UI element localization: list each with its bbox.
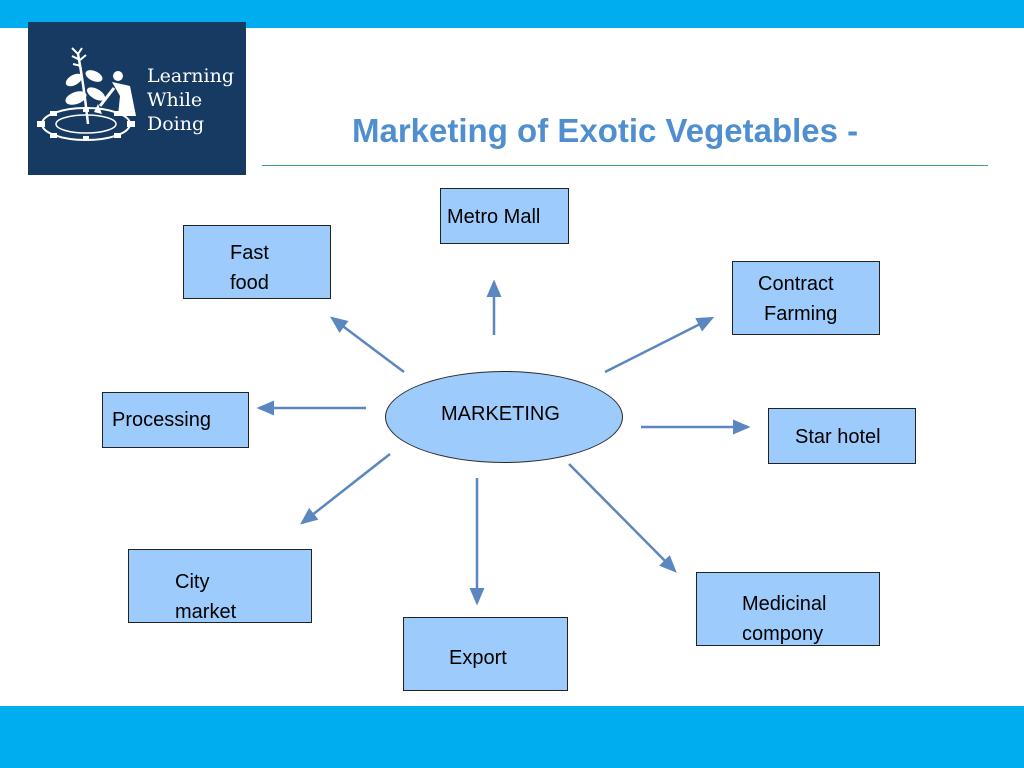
marketing-node: MARKETING: [385, 371, 623, 463]
processing-node: Processing: [102, 392, 249, 448]
contract-farming-label-line-1: Contract: [758, 269, 834, 299]
city-market-node: City market: [128, 549, 312, 623]
marketing-label: MARKETING: [441, 403, 560, 426]
city-market-label-line-2: market: [175, 597, 236, 627]
star-hotel-node: Star hotel: [768, 408, 916, 464]
fast-food-node: Fast food: [183, 225, 331, 299]
arrow-to-medicinal-company: [569, 464, 675, 571]
metro-mall-label: Metro Mall: [447, 202, 540, 232]
contract-farming-node: Contract Farming: [732, 261, 880, 335]
bottom-banner: [0, 706, 1024, 768]
fast-food-label-line-1: Fast: [230, 238, 269, 268]
medicinal-company-label-line-1: Medicinal: [742, 589, 826, 619]
medicinal-company-label-line-2: compony: [742, 619, 823, 649]
export-label: Export: [449, 643, 507, 673]
star-hotel-label: Star hotel: [795, 422, 881, 452]
export-node: Export: [403, 617, 568, 691]
medicinal-company-node: Medicinal compony: [696, 572, 880, 646]
arrow-to-city-market: [302, 454, 390, 523]
arrow-to-fast-food: [332, 318, 404, 372]
processing-label: Processing: [112, 405, 211, 435]
city-market-label-line-1: City: [175, 567, 209, 597]
contract-farming-label-line-2: Farming: [764, 299, 837, 329]
metro-mall-node: Metro Mall: [440, 188, 569, 244]
arrow-to-contract-farming: [605, 318, 712, 372]
fast-food-label-line-2: food: [230, 268, 269, 298]
